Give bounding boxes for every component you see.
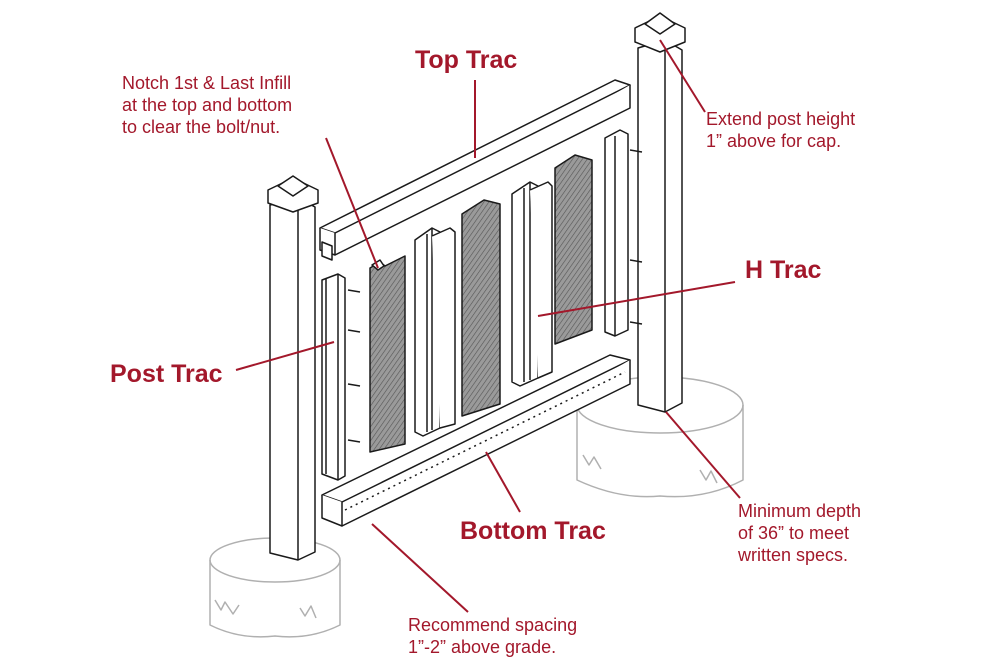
- leader-spacing: [371, 523, 469, 613]
- notch-note-line-1: Notch 1st & Last Infill: [122, 73, 292, 93]
- leader-h-trac: [537, 281, 736, 317]
- spacing-note: Recommend spacing 1”-2” above grade.: [408, 614, 577, 658]
- bottom-trac-rail: [321, 354, 631, 527]
- post-trac-right: [604, 129, 643, 337]
- leader-depth: [665, 411, 741, 499]
- leader-bottom-trac: [485, 451, 521, 513]
- leader-post-trac: [235, 341, 335, 371]
- notch-note-line-2: at the top and bottom: [122, 95, 293, 115]
- infill-board-1: [369, 255, 406, 453]
- h-trac-label: H Trac: [745, 256, 822, 284]
- infill-board-3: [554, 154, 593, 345]
- spacing-note-line-1: Recommend spacing: [408, 615, 578, 635]
- leader-notch: [325, 137, 379, 269]
- spacing-note-line-2: 1”-2” above grade.: [408, 637, 557, 657]
- h-trac-2: [511, 181, 553, 387]
- post-trac-left: [321, 273, 361, 481]
- notch-note-line-3: to clear the bolt/nut.: [122, 117, 281, 137]
- h-trac-1: [414, 227, 456, 437]
- depth-note-line-1: Minimum depth: [738, 501, 862, 521]
- right-post: [634, 12, 686, 413]
- leader-lines: [235, 39, 741, 613]
- post-trac-label: Post Trac: [110, 360, 223, 388]
- left-post: [267, 175, 319, 561]
- extend-note: Extend post height 1” above for cap.: [706, 108, 855, 152]
- extend-note-line-2: 1” above for cap.: [706, 131, 842, 151]
- depth-note-line-3: written specs.: [738, 545, 849, 565]
- bottom-trac-label: Bottom Trac: [460, 517, 606, 545]
- infill-board-2: [461, 199, 501, 417]
- top-trac-label: Top Trac: [415, 46, 518, 74]
- notch-note: Notch 1st & Last Infill at the top and b…: [122, 72, 292, 138]
- depth-note: Minimum depth of 36” to meet written spe…: [738, 500, 861, 566]
- extend-note-line-1: Extend post height: [706, 109, 856, 129]
- leader-extend: [659, 39, 706, 113]
- depth-note-line-2: of 36” to meet: [738, 523, 850, 543]
